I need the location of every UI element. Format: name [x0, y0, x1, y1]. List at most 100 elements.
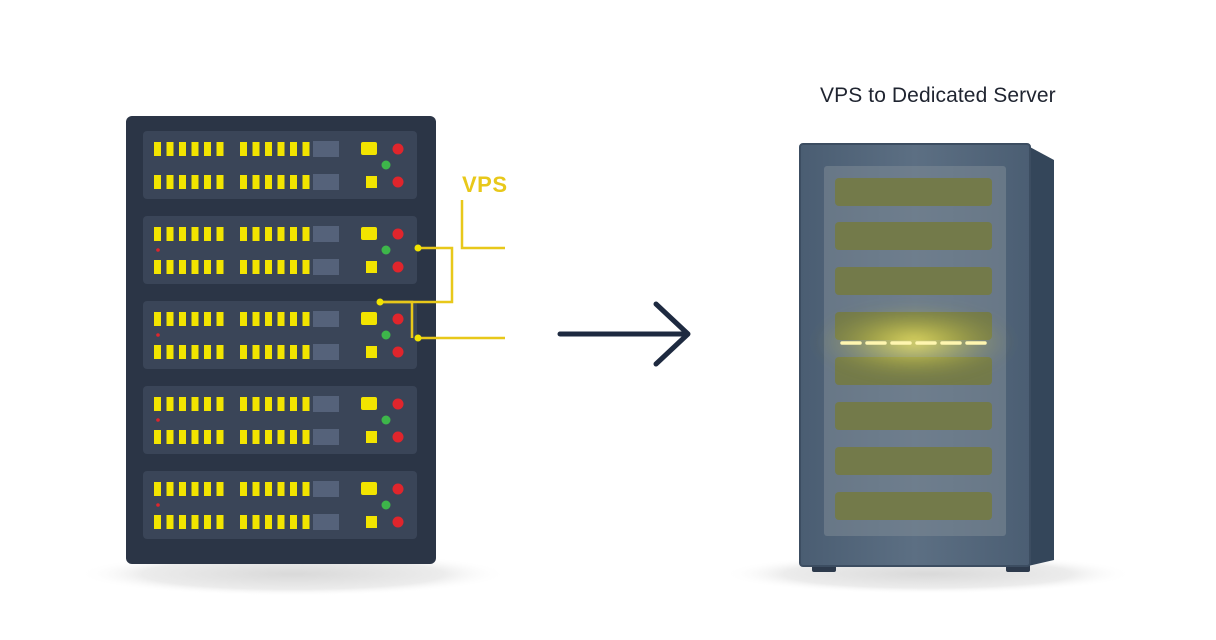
led-yellow — [204, 515, 211, 529]
led-yellow — [216, 515, 224, 529]
led-yellow — [240, 260, 247, 274]
status-light — [366, 261, 377, 273]
rack-unit — [143, 471, 417, 539]
led-green — [381, 245, 391, 255]
led-yellow — [265, 260, 272, 274]
led-yellow — [302, 430, 310, 444]
led-yellow — [166, 482, 174, 496]
unit-display — [313, 226, 339, 242]
led-yellow — [154, 260, 161, 274]
led-yellow — [166, 142, 174, 156]
led-yellow — [277, 482, 285, 496]
led-red — [392, 143, 404, 155]
led-yellow — [166, 175, 174, 189]
led-yellow — [204, 345, 211, 359]
led-yellow — [204, 312, 211, 326]
led-yellow — [154, 312, 161, 326]
led-yellow — [179, 515, 186, 529]
led-red — [392, 483, 404, 495]
led-yellow — [240, 142, 247, 156]
led-yellow — [302, 227, 310, 241]
status-light — [366, 176, 377, 188]
drive-slot — [835, 492, 992, 520]
status-light — [361, 312, 377, 325]
led-green — [381, 160, 391, 170]
led-yellow — [216, 175, 224, 189]
led-red — [392, 261, 404, 273]
led-yellow — [204, 175, 211, 189]
led-yellow — [265, 142, 272, 156]
led-yellow — [302, 397, 310, 411]
led-red — [392, 228, 404, 240]
led-yellow — [302, 312, 310, 326]
led-yellow — [216, 345, 224, 359]
vps-wire-nodes — [376, 244, 422, 342]
led-yellow — [290, 482, 297, 496]
led-yellow — [191, 312, 199, 326]
led-yellow — [252, 482, 260, 496]
led-yellow — [252, 227, 260, 241]
led-red — [392, 516, 404, 528]
led-yellow — [179, 482, 186, 496]
led-yellow — [265, 227, 272, 241]
led-tiny — [156, 333, 160, 337]
led-yellow — [191, 227, 199, 241]
led-yellow — [265, 312, 272, 326]
led-yellow — [252, 142, 260, 156]
led-yellow — [290, 142, 297, 156]
led-yellow — [290, 312, 297, 326]
unit-display — [313, 429, 339, 445]
led-yellow — [240, 345, 247, 359]
drive-slot — [835, 402, 992, 430]
unit-display — [313, 481, 339, 497]
led-yellow — [252, 260, 260, 274]
status-light — [361, 142, 377, 155]
led-yellow — [277, 430, 285, 444]
led-yellow — [265, 175, 272, 189]
led-yellow — [179, 175, 186, 189]
led-red — [392, 431, 404, 443]
drive-slot — [835, 267, 992, 295]
led-yellow — [166, 260, 174, 274]
server-rack-icon — [126, 116, 436, 564]
led-yellow — [240, 515, 247, 529]
status-light — [361, 482, 377, 495]
led-yellow — [166, 515, 174, 529]
led-red — [392, 313, 404, 325]
led-yellow — [166, 397, 174, 411]
rack-unit — [143, 386, 417, 454]
unit-display — [313, 259, 339, 275]
led-yellow — [204, 482, 211, 496]
unit-display — [313, 514, 339, 530]
diagram-title: VPS to Dedicated Server — [820, 84, 1056, 107]
led-yellow — [252, 175, 260, 189]
led-yellow — [240, 175, 247, 189]
rack-unit — [143, 216, 417, 284]
led-yellow — [154, 227, 161, 241]
status-light — [361, 227, 377, 240]
led-yellow — [265, 397, 272, 411]
led-yellow — [216, 227, 224, 241]
led-yellow — [191, 515, 199, 529]
led-yellow — [154, 175, 161, 189]
rack-unit — [143, 131, 417, 199]
led-red — [392, 176, 404, 188]
led-yellow — [302, 175, 310, 189]
unit-display — [313, 396, 339, 412]
status-light — [361, 397, 377, 410]
led-yellow — [191, 142, 199, 156]
led-yellow — [204, 260, 211, 274]
led-yellow — [216, 312, 224, 326]
led-yellow — [302, 482, 310, 496]
led-yellow — [191, 345, 199, 359]
led-red — [392, 346, 404, 358]
led-yellow — [302, 142, 310, 156]
arrow-right-icon — [557, 301, 691, 367]
led-yellow — [179, 142, 186, 156]
led-yellow — [166, 345, 174, 359]
drive-slot — [835, 222, 992, 250]
led-yellow — [166, 430, 174, 444]
unit-display — [313, 141, 339, 157]
led-yellow — [204, 227, 211, 241]
led-yellow — [252, 397, 260, 411]
